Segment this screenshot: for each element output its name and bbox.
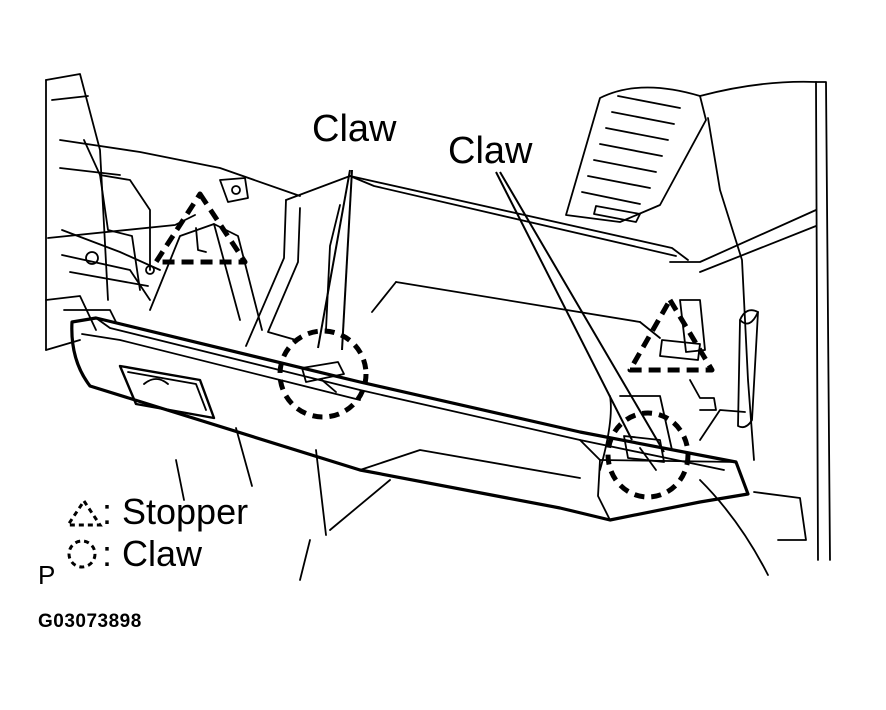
legend-stopper-label: : Stopper: [102, 491, 249, 532]
claw-marker-center: [277, 328, 369, 420]
claw-right-leader-2: [499, 171, 665, 453]
claw-left-leader-1: [317, 169, 351, 349]
callout-claw-right: Claw: [448, 130, 533, 172]
legend-stopper-triangle-icon: [65, 498, 103, 527]
claw-right-leader-1: [495, 171, 633, 441]
legend-claw-label: : Claw: [102, 533, 203, 574]
glove-box-door: [70, 316, 750, 522]
callout-claw-left: Claw: [312, 108, 397, 150]
dashboard-left-structure: [45, 73, 301, 351]
dashboard-right-structure: [565, 80, 831, 576]
claw-marker-right: [605, 410, 691, 500]
latch-details: [195, 227, 701, 471]
glove-box-compartment: [149, 175, 689, 471]
door-handle: [118, 364, 216, 420]
underside-lines: [175, 427, 391, 581]
view-mark: P: [38, 560, 56, 590]
leader-lines: [317, 169, 665, 453]
figure-code: G03073898: [38, 611, 142, 632]
stopper-marker-right: [627, 297, 715, 373]
claw-left-leader-2: [341, 169, 353, 351]
stopper-marker-left: [153, 191, 248, 265]
legend-claw-circle-icon: [67, 539, 97, 569]
